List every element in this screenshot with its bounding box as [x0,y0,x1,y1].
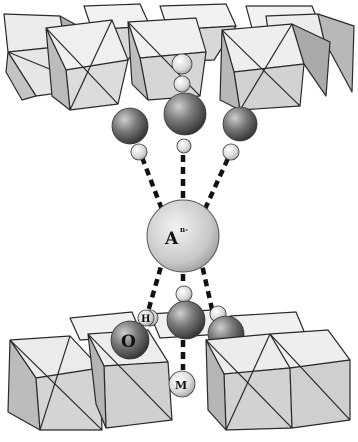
anion-symbol: A [164,229,179,249]
oxygen-atom-top-center [164,93,206,135]
anion-sphere [147,200,219,272]
top-octahedron-front-3 [128,18,206,100]
hydrogen-label: H [141,314,150,325]
oxygen-atom-bottom-center [167,301,205,339]
top-octahedron-front-2 [46,20,128,110]
hydrogen-atom-top-center-upper [172,54,192,74]
hydrogen-atom-top-center-mid [174,76,190,92]
bottom-octahedron-front-1 [8,336,102,430]
hydrogen-atom-top-left [131,144,147,160]
metal-label: M [175,379,187,392]
interlayer-anion: A n- [147,200,219,272]
hydrogen-atom-bottom-center-upper [176,286,192,302]
top-octahedron-front-4 [220,24,330,110]
hydrogen-atom-top-center [177,139,191,153]
hydrogen-atom-top-right [223,144,239,160]
oxygen-atom-top-right [223,107,257,141]
anion-charge: n- [180,225,188,234]
oxygen-label: O [121,332,136,352]
oxygen-atom-top-left [112,108,148,144]
